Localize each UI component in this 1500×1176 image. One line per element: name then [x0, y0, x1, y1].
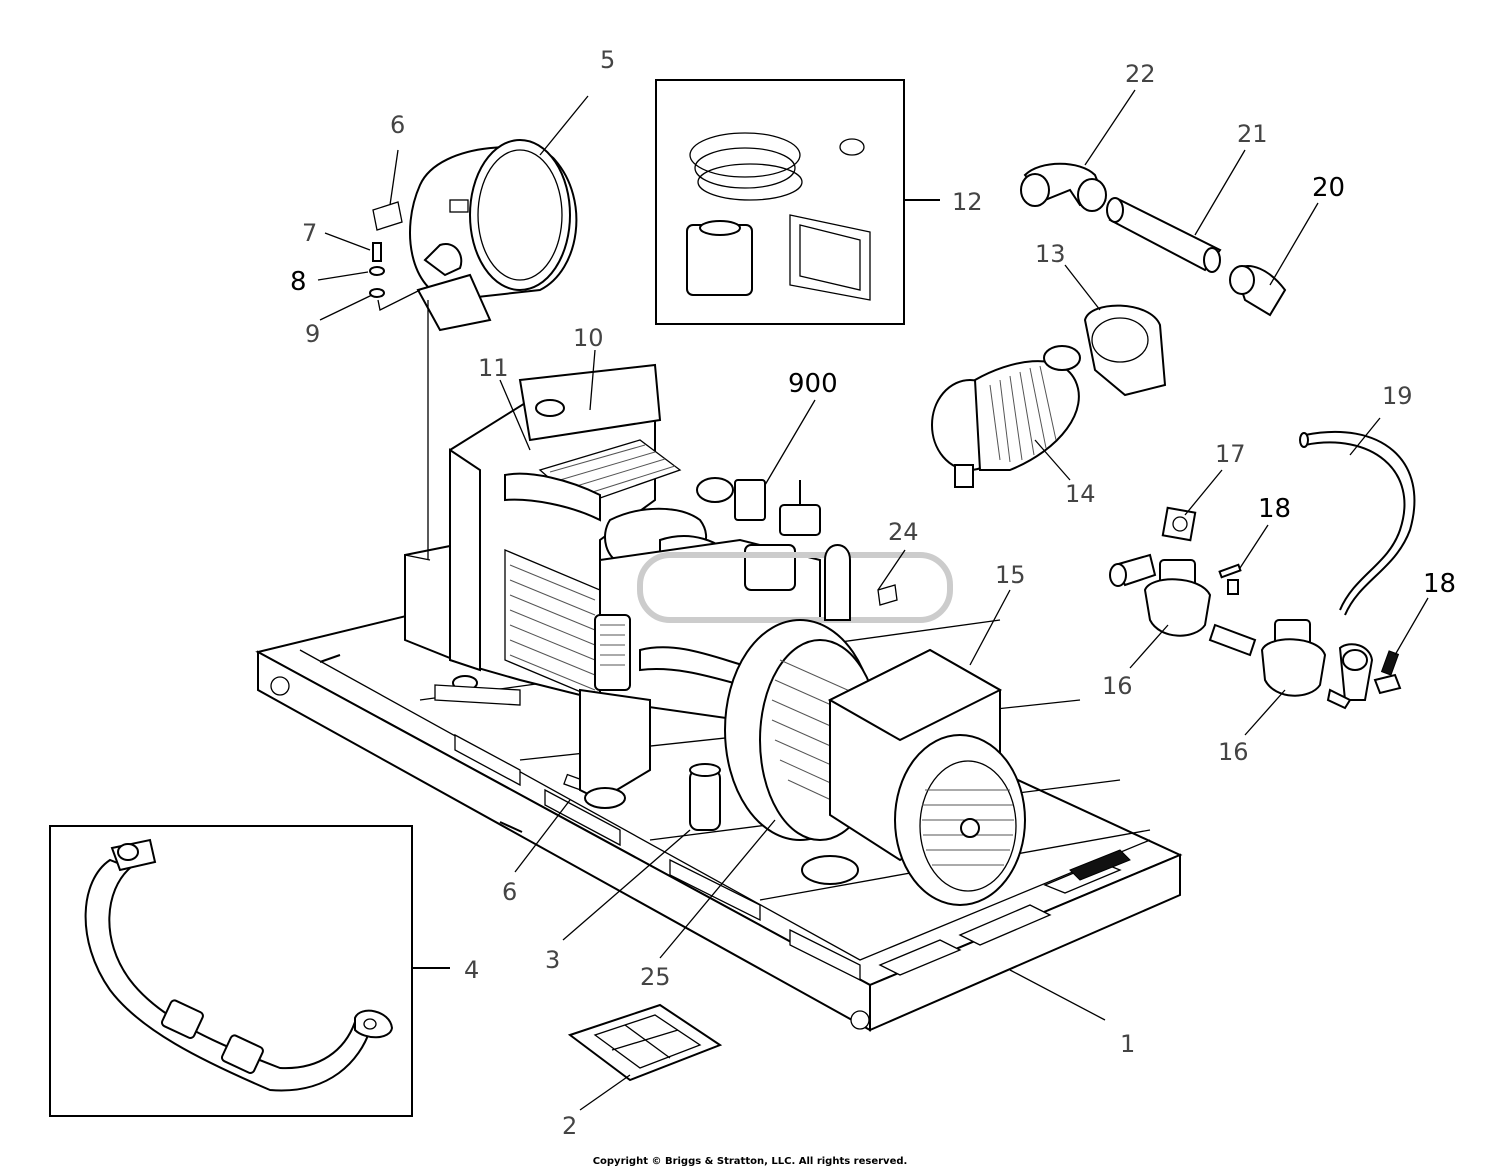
- callout-14: 14: [1065, 480, 1096, 508]
- callout-11: 11: [478, 354, 509, 382]
- callout-4: 4: [464, 956, 479, 984]
- callout-5: 5: [600, 46, 615, 74]
- air-cleaner-bracket: [1083, 304, 1167, 397]
- callout-6-bottom: 6: [502, 878, 517, 906]
- exhaust-pipe: [84, 838, 394, 1092]
- label-decal-24: [877, 584, 898, 606]
- callout-25: 25: [640, 963, 671, 991]
- exhaust-inset-box: [49, 825, 413, 1117]
- callout-22: 22: [1125, 60, 1156, 88]
- solenoid-16-right: [1260, 619, 1327, 697]
- callout-13: 13: [1035, 240, 1066, 268]
- callout-2: 2: [562, 1112, 577, 1140]
- valve-18-upper: [1218, 563, 1242, 595]
- copyright-notice: Copyright © Briggs & Stratton, LLC. All …: [592, 1156, 908, 1167]
- engine-assembly: [404, 363, 953, 809]
- callout-7: 7: [302, 219, 317, 247]
- callout-17: 17: [1215, 440, 1246, 468]
- valve-18-lower: [1373, 650, 1402, 695]
- callout-16-left: 16: [1102, 672, 1133, 700]
- callout-6-top: 6: [390, 111, 405, 139]
- fuel-hose-19: [1299, 430, 1416, 616]
- alternator: [689, 619, 1026, 906]
- muffler: [409, 139, 578, 560]
- callout-8: 8: [290, 267, 307, 297]
- callout-labels: 1 2 3 4 5 6 6 7 8 9 10 11 12 13 14 15 16…: [290, 46, 1456, 1140]
- radiator-grill: [504, 549, 601, 701]
- leader-lines: [317, 89, 1429, 1111]
- air-cleaner: [931, 345, 1081, 488]
- callout-18-lower: 18: [1423, 569, 1456, 599]
- mounting-hardware: [369, 242, 421, 311]
- callout-15: 15: [995, 561, 1026, 589]
- callout-12: 12: [952, 188, 983, 216]
- callout-16-right: 16: [1218, 738, 1249, 766]
- drip-tray: [567, 1003, 723, 1082]
- callout-21: 21: [1237, 120, 1268, 148]
- callout-18-upper: 18: [1258, 494, 1291, 524]
- elbow-22: [1020, 162, 1107, 212]
- nipple-fitting: [1208, 623, 1257, 657]
- kit-contents: [686, 132, 871, 301]
- solenoid-16-left: [1143, 559, 1212, 637]
- callout-900: 900: [788, 369, 838, 399]
- tee-fitting: [1326, 643, 1374, 710]
- callout-3: 3: [545, 946, 560, 974]
- callout-1: 1: [1120, 1030, 1135, 1058]
- elbow-20: [1229, 265, 1287, 317]
- fitting-left: [1109, 553, 1157, 587]
- callout-9: 9: [305, 320, 320, 348]
- regulator-17: [1161, 506, 1197, 542]
- callout-24: 24: [888, 518, 919, 546]
- kit-inset-box: [655, 79, 905, 325]
- callout-20: 20: [1312, 173, 1345, 203]
- label-decal-top: [372, 201, 403, 231]
- callout-19: 19: [1382, 382, 1413, 410]
- callout-10: 10: [573, 324, 604, 352]
- tube-21: [1106, 197, 1222, 273]
